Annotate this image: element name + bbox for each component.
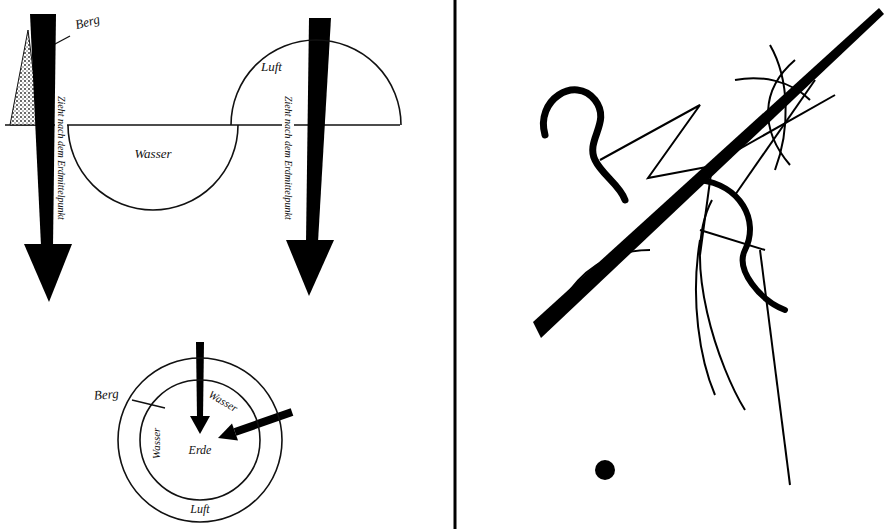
arc (735, 78, 810, 100)
gravity-arrow-shaft (30, 14, 56, 246)
arc (768, 60, 795, 165)
label-anchor: Wasser (146, 427, 164, 460)
divider (454, 0, 457, 529)
label-anchor: Zieht nach dem Erdmittelpunkt (54, 95, 72, 221)
region-outline-path (118, 358, 282, 522)
gravity-arrow-shaft (234, 408, 294, 436)
thick-arc (700, 180, 785, 310)
region-label: Luft (118, 503, 282, 516)
zigzag (600, 105, 712, 255)
region-outline-path (68, 125, 238, 210)
thick-diagonal (533, 8, 884, 338)
region-outline (68, 125, 238, 210)
thin-line (720, 95, 835, 160)
leader-line (132, 400, 165, 408)
arc (696, 240, 715, 395)
region-outline-path (140, 380, 260, 500)
arc (770, 45, 786, 170)
arrow-note: Zieht nach dem Erdmittelpunkt (282, 95, 294, 221)
region-outline-path (231, 40, 401, 125)
arrow-note: Zieht nach dem Erdmittelpunkt (55, 95, 67, 221)
part-label: Berg (92, 386, 120, 404)
label-anchor: Zieht nach dem Erdmittelpunkt (281, 95, 299, 221)
region-outline (231, 40, 401, 125)
gravity-arrow-head (190, 416, 210, 434)
thin-line (735, 80, 815, 195)
region-label: Wasser (68, 147, 238, 161)
region-outline (118, 358, 282, 522)
thin-line (760, 250, 790, 485)
region-label: Luft (261, 60, 431, 74)
gravity-arrow-head (286, 240, 334, 296)
arc (548, 250, 650, 330)
thin-line (700, 230, 765, 250)
half-circle-region: Wasser (68, 125, 238, 210)
circle-region: Luft Erde (118, 358, 282, 522)
label-anchor: Berg (92, 384, 120, 404)
label-anchor: Berg (72, 9, 103, 33)
gravity-arrow-head (24, 244, 72, 302)
part-label: Wasser (150, 427, 163, 460)
half-circle-region: Luft (231, 40, 401, 125)
gravity-arrow-head (218, 424, 238, 441)
region-label: Erde (140, 444, 260, 457)
s-curve (543, 90, 625, 200)
dot (595, 460, 615, 480)
part-label: Berg (73, 11, 103, 33)
label-anchor: Wasser (205, 384, 243, 416)
gravity-arrow-shaft (306, 18, 331, 242)
